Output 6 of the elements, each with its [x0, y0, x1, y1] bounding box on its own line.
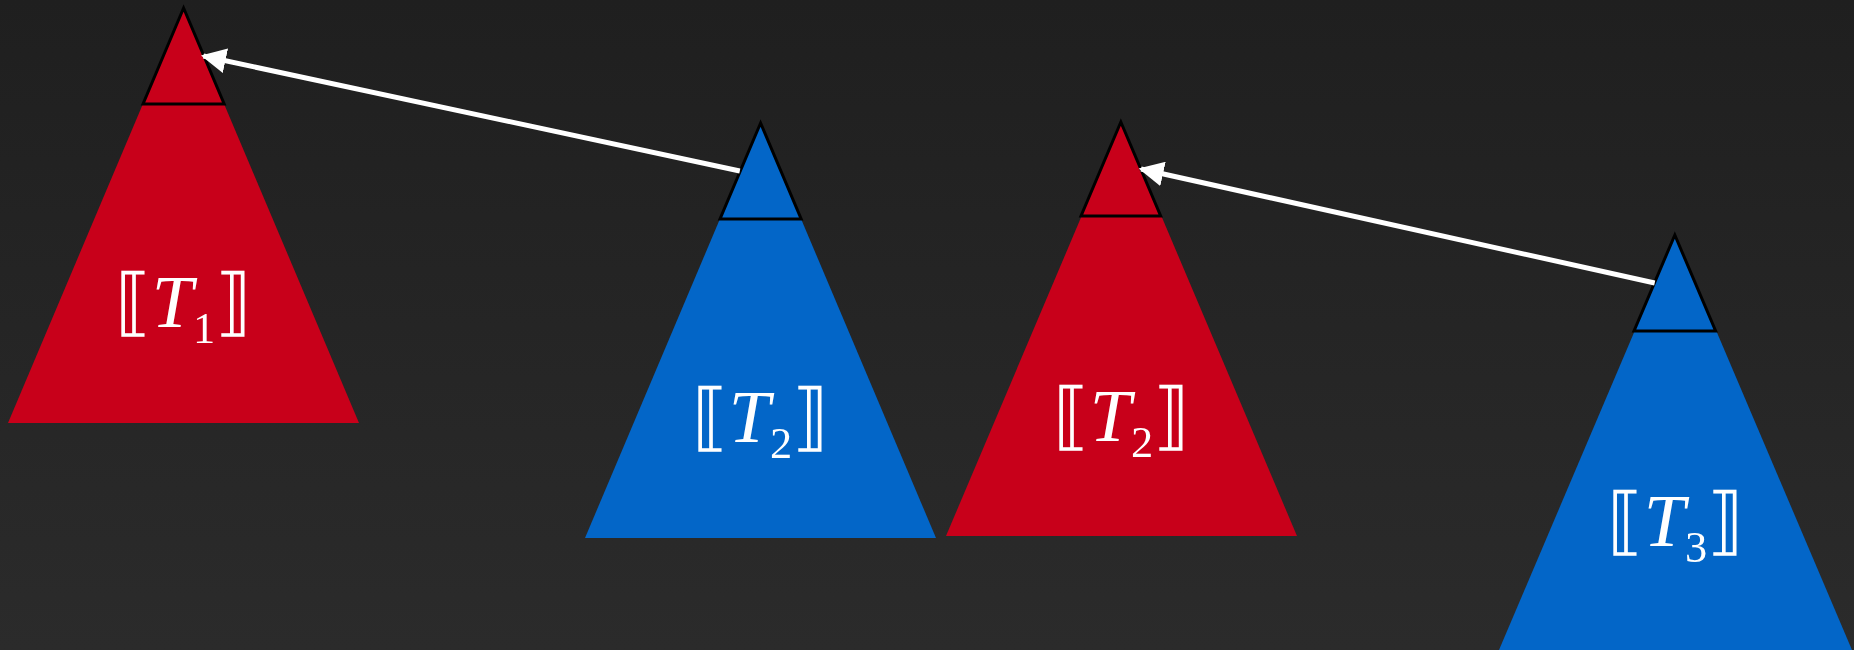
formula-label: ⟦T$_{2}$⟧ [690, 380, 831, 466]
formula-label: ⟦T$_{1}$⟧ [113, 265, 254, 351]
arrow [200, 48, 741, 174]
formula-label: ⟦T$_{3}$⟧ [1605, 484, 1746, 570]
arrow [1138, 161, 1656, 286]
formula-label: ⟦T$_{2}$⟧ [1051, 378, 1192, 464]
